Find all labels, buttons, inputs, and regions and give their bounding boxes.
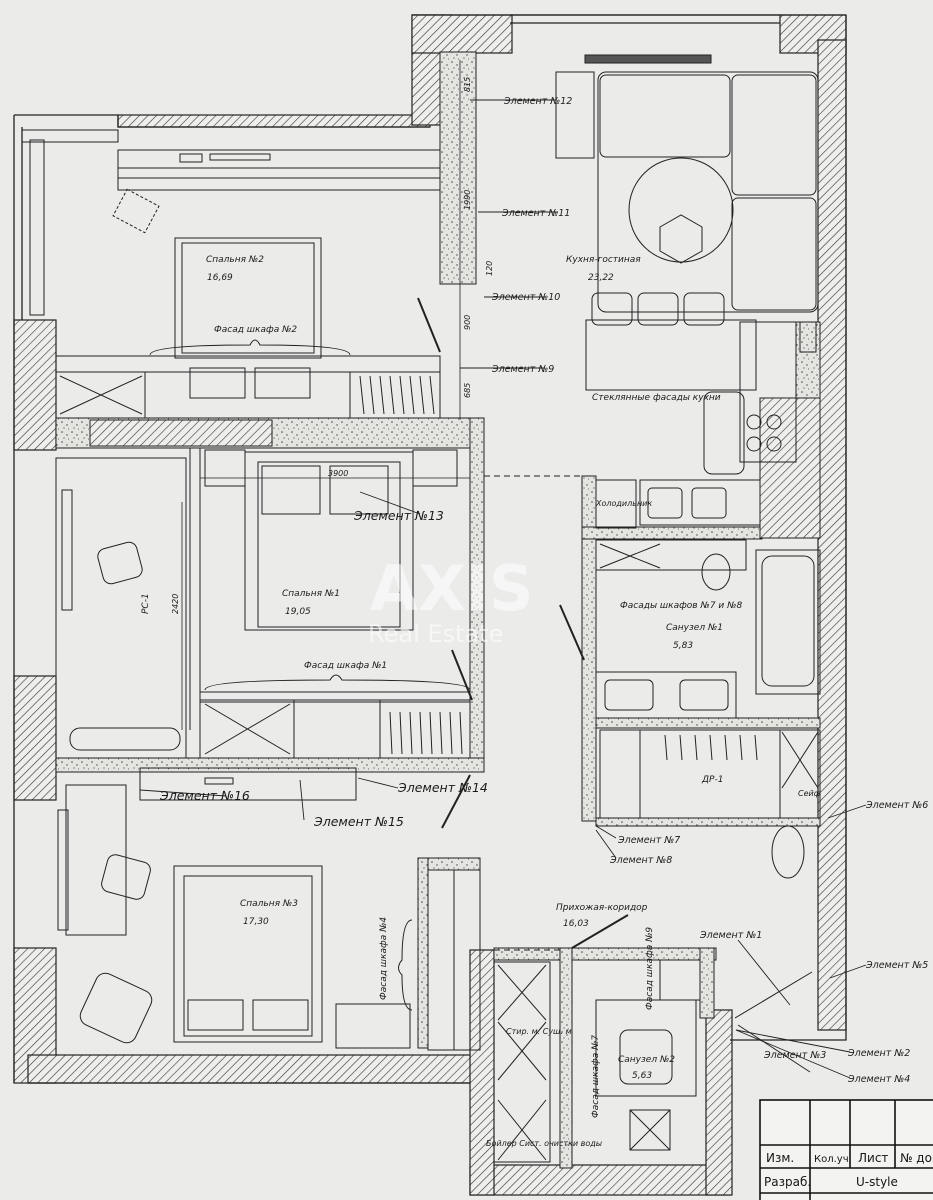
room-area-bedroom1: 19,05 [285,607,311,617]
title-block-text: Изм. Кол.уч. Лист № док. Разраб. U-style [764,1151,933,1189]
facade-labels: Фасад шкафа №2 Фасад шкафа №1 Стеклянные… [214,325,742,1118]
room-name-bedroom2: Спальня №2 [206,255,264,265]
room-area-bedroom2: 16,69 [207,273,233,283]
tb-razrab: Разраб. [764,1175,811,1189]
room-name-bedroom3: Спальня №3 [240,899,298,909]
watermark-brand: AXIS [370,552,534,625]
room-area-bedroom3: 17,30 [243,917,269,927]
room-labels: Спальня №2 16,69 Кухня-гостиная 23,22 Сп… [206,255,723,1081]
tb-company: U-style [856,1175,898,1189]
label-dr1: ДР-1 [701,775,723,785]
dim-120: 120 [485,261,494,276]
facade-wardrobe4: Фасад шкафа №4 [379,917,389,1000]
dim-2420: 2420 [171,594,180,614]
label-pc1: РС-1 [141,593,151,614]
watermark-sub: Real Estate [368,620,503,648]
title-block [759,1099,933,1200]
bathroom1-fixtures [595,539,821,819]
tb-list: Лист [858,1151,888,1165]
tb-izm: Изм. [766,1151,794,1165]
element-4: Элемент №4 [847,1074,910,1085]
bedroom2-furniture [21,129,441,419]
dim-815: 815 [463,77,472,92]
facade-wardrobe7and8: Фасады шкафов №7 и №8 [620,601,742,611]
room-area-bathroom1: 5,83 [673,641,693,651]
label-washer: Стир. м. Суш. м [506,1027,572,1036]
interior-walls [55,51,821,1169]
dim-1990: 1990 [463,190,472,210]
element-8: Элемент №8 [609,855,672,866]
dim-685: 685 [463,383,472,398]
hall-fixtures [493,825,813,1163]
element-10: Элемент №10 [491,292,560,303]
dim-3900: 3900 [328,469,348,478]
element-labels: Элемент №12 Элемент №11 Элемент №10 Элем… [159,96,928,1085]
element-9: Элемент №9 [491,364,554,375]
facade-wardrobe9: Фасад шкафа №9 [645,927,655,1010]
room-name-bathroom2: Санузел №2 [618,1055,675,1065]
facade-wardrobe1: Фасад шкафа №1 [304,661,387,671]
label-fridge: Холодильник [595,499,652,508]
element-1: Элемент №1 [699,930,762,941]
room-area-hall: 16,03 [563,919,589,929]
element-14: Элемент №14 [397,780,488,795]
facade-wardrobe2: Фасад шкафа №2 [214,325,297,335]
room-name-bedroom1: Спальня №1 [282,589,340,599]
facade-wardrobe7: Фасад шкафа №7 [591,1035,601,1118]
room-area-kitchen: 23,22 [588,273,614,283]
element-13: Элемент №13 [353,508,444,523]
door-swings [417,297,629,949]
element-7: Элемент №7 [617,835,680,846]
kitchen-furniture [555,54,819,529]
element-15: Элемент №15 [313,814,404,829]
element-3: Элемент №3 [763,1050,826,1061]
facade-kitchen-glass: Стеклянные фасады кухни [592,393,721,403]
tb-ndoc: № док. [900,1151,933,1165]
bedroom1-furniture [55,448,471,759]
element-5: Элемент №5 [865,960,928,971]
element-callouts [139,99,867,1079]
label-safe: Сейф [798,789,821,798]
room-name-hall: Прихожая-коридор [556,903,648,913]
dimension-labels: 815 1990 120 900 685 3900 2420 [171,60,494,730]
dim-900: 900 [463,315,472,330]
label-boiler: Бойлер Сист. очистки воды [486,1139,602,1148]
room-area-bathroom2: 5,63 [632,1071,652,1081]
element-16: Элемент №16 [159,788,250,803]
bedroom3-furniture [57,767,481,1051]
element-2: Элемент №2 [847,1048,910,1059]
tb-kol: Кол.уч. [814,1154,852,1165]
element-6: Элемент №6 [865,800,928,811]
element-12: Элемент №12 [503,96,572,107]
element-11: Элемент №11 [501,208,570,219]
misc-labels: Холодильник РС-1 ДР-1 Сейф Стир. м. Суш.… [141,499,821,1148]
room-name-bathroom1: Санузел №1 [666,623,723,633]
outer-walls [13,14,847,1196]
room-name-kitchen: Кухня-гостиная [566,255,641,265]
